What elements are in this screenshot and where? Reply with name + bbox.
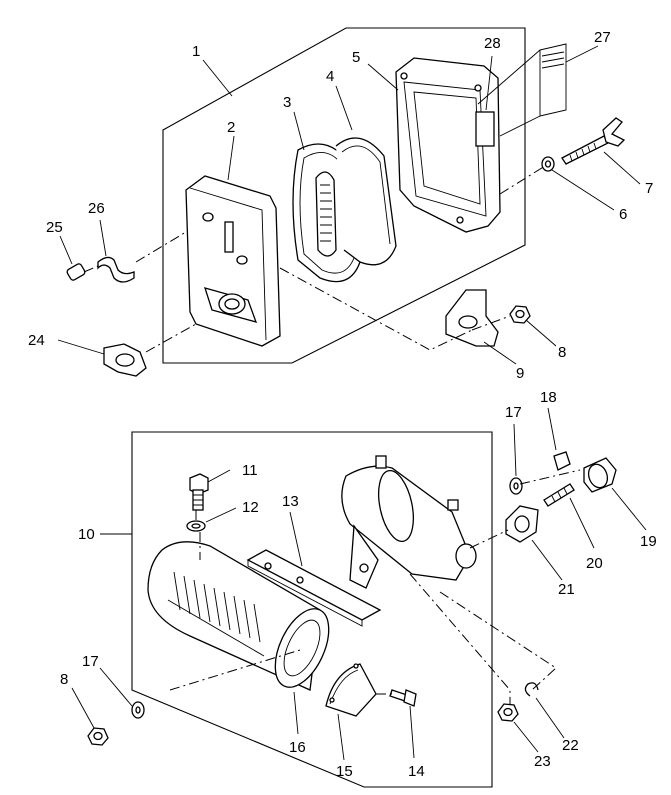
- callout-6: 6: [619, 206, 627, 223]
- pre-cleaner: [335, 137, 397, 266]
- callout-11: 11: [242, 462, 258, 479]
- callout-26: 26: [88, 200, 105, 217]
- callout-25: 25: [46, 219, 63, 236]
- gasket: [103, 343, 147, 377]
- callout-13: 13: [282, 493, 299, 510]
- wing-bolt: [561, 117, 626, 165]
- callout-24: 24: [28, 332, 45, 349]
- leader-lines: [57, 45, 647, 761]
- callout-labels: 1 2 3 4 5 6 7 8 9 10 11 12 13 14 15 16 1…: [28, 29, 657, 780]
- callout-17-right: 17: [505, 404, 522, 421]
- air-cleaner-base: [185, 175, 281, 347]
- muffler-bolt: [189, 473, 209, 511]
- callout-16: 16: [289, 739, 306, 756]
- callout-15: 15: [336, 763, 353, 780]
- muffler-assembly-boundary: [131, 431, 493, 788]
- spark-deflector: [325, 663, 377, 717]
- cap-plug: [553, 451, 571, 471]
- callout-20: 20: [586, 555, 603, 572]
- callout-14: 14: [408, 763, 425, 780]
- decal-sheet: [539, 43, 567, 117]
- callout-1: 1: [192, 43, 200, 60]
- callout-4: 4: [326, 68, 334, 85]
- callout-2: 2: [227, 119, 235, 136]
- callout-17-left: 17: [82, 653, 99, 670]
- callout-8-left: 8: [60, 671, 68, 688]
- nut-left: [87, 727, 109, 746]
- deflector-screw: [389, 689, 417, 707]
- threaded-stud: [543, 483, 575, 507]
- air-cleaner-assembly-boundary: [162, 27, 526, 364]
- callout-27: 27: [594, 29, 611, 46]
- breather-tube: [97, 256, 135, 283]
- muffler-assembly-group: [131, 431, 493, 788]
- decal-label: [475, 111, 495, 147]
- nut-bottom: [497, 703, 519, 722]
- callout-28: 28: [484, 35, 501, 52]
- air-cleaner-cover: [395, 57, 501, 233]
- callout-9: 9: [516, 365, 524, 382]
- nut-top: [509, 305, 531, 324]
- air-cleaner-assembly-group: [66, 27, 626, 377]
- callout-3: 3: [283, 94, 291, 111]
- callout-5: 5: [352, 49, 360, 66]
- breather-plug: [66, 263, 86, 281]
- lock-washer-bottom: [524, 682, 539, 697]
- callout-10: 10: [78, 526, 95, 543]
- exhaust-flange: [505, 505, 539, 543]
- heat-shield-strip: [246, 549, 382, 627]
- callout-8: 8: [558, 344, 566, 361]
- callout-12: 12: [242, 499, 259, 516]
- callout-7: 7: [645, 180, 653, 197]
- muffler-shield: [147, 541, 330, 691]
- callout-18: 18: [540, 389, 557, 406]
- callout-21: 21: [558, 581, 575, 598]
- mounting-bracket: [445, 289, 499, 347]
- callout-19: 19: [640, 533, 657, 550]
- exhaust-cap: [583, 457, 617, 493]
- callout-23: 23: [534, 753, 551, 770]
- callout-22: 22: [562, 737, 579, 754]
- muffler-body: [341, 455, 477, 589]
- loose-parts: [87, 451, 617, 746]
